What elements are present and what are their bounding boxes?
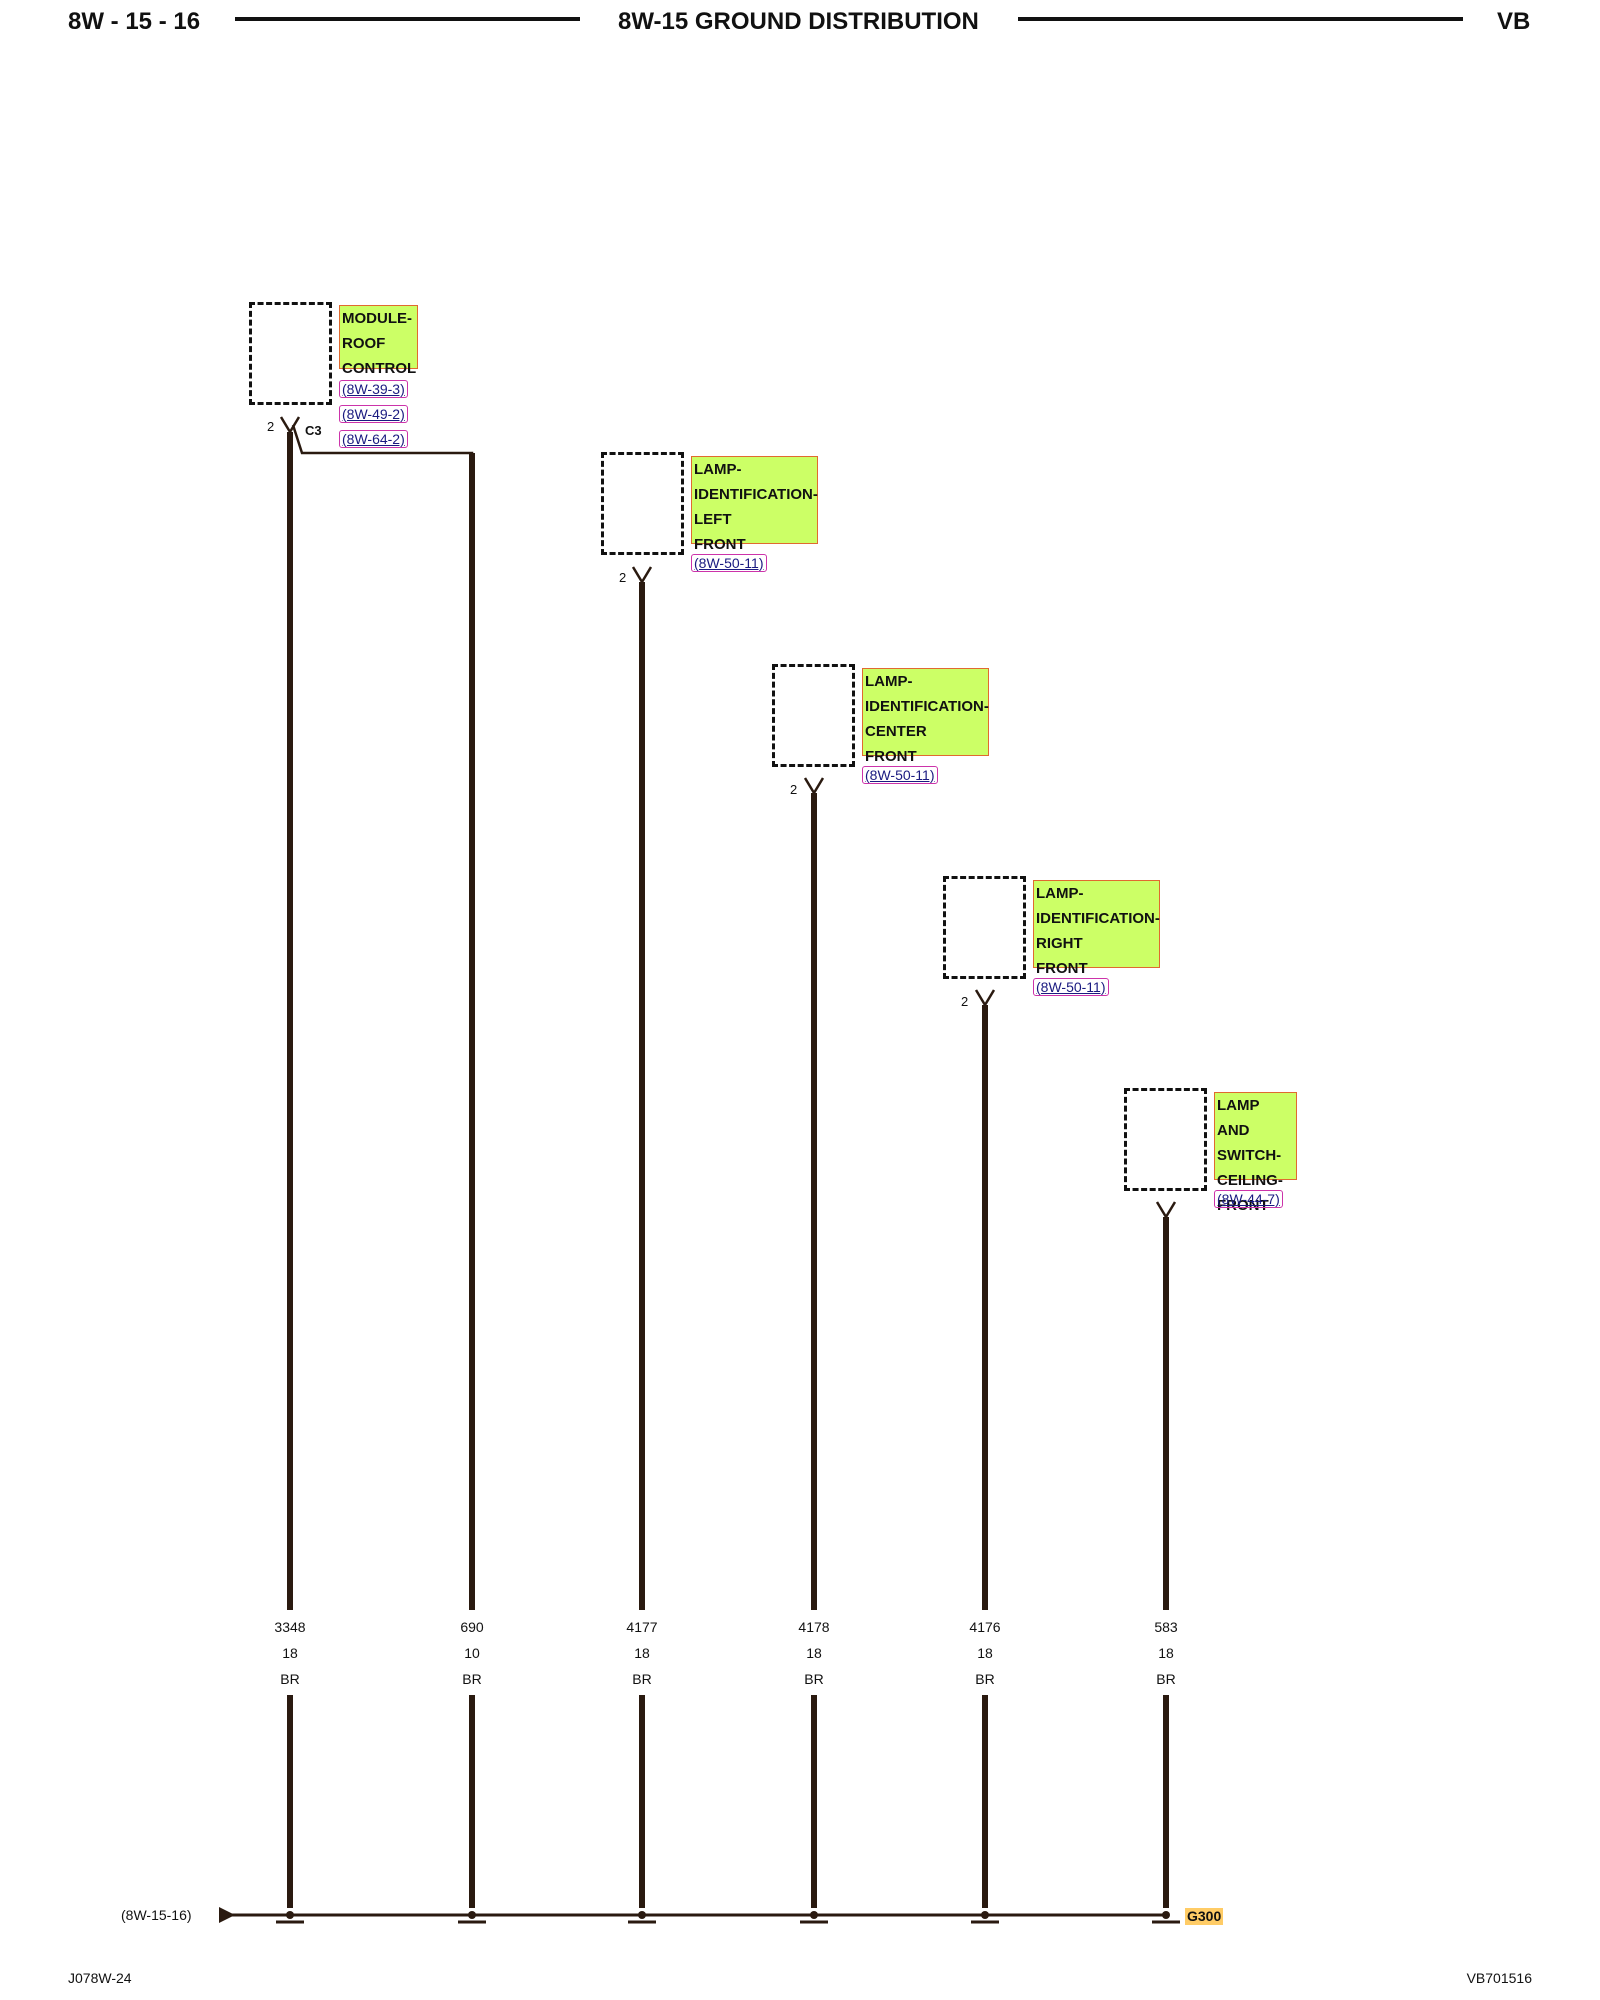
ref-link-8w-44-7[interactable]: (8W-44-7) <box>1214 1190 1283 1208</box>
wire-color-label: BR <box>280 1671 300 1687</box>
wire-circuit-label: 690 <box>460 1619 484 1635</box>
wire-circuit-label: 4176 <box>969 1619 1001 1635</box>
wire-color-label: BR <box>804 1671 824 1687</box>
wire-circuit-label: 4177 <box>626 1619 658 1635</box>
footer-page-code: VB701516 <box>1466 1970 1532 1986</box>
lamp-switch-ceiling-front-box <box>1124 1088 1207 1191</box>
lamp-id-left-front-box <box>601 452 684 555</box>
page-title: 8W-15 GROUND DISTRIBUTION <box>618 8 979 35</box>
wire-color-label: BR <box>975 1671 995 1687</box>
splice-dot-2 <box>468 1911 476 1919</box>
wire-circuit-label: 583 <box>1154 1619 1178 1635</box>
wire-color-label: BR <box>1156 1671 1176 1687</box>
splice-dot-1 <box>286 1911 294 1919</box>
header-rule-right <box>1018 17 1463 21</box>
connector-id: C3 <box>305 423 322 438</box>
ref-link-8w-49-2[interactable]: (8W-49-2) <box>339 405 408 423</box>
vehicle-code: VB <box>1497 8 1531 35</box>
splice-dot-6 <box>1162 1911 1170 1919</box>
connector-symbol-3 <box>803 777 825 796</box>
module-roof-control-box <box>249 302 332 405</box>
bus-continuation-arrow-icon <box>219 1907 235 1923</box>
ref-link-8w-64-2[interactable]: (8W-64-2) <box>339 430 408 448</box>
ground-g300-label: G300 <box>1185 1908 1224 1925</box>
ref-link-8w-39-3[interactable]: (8W-39-3) <box>339 380 408 398</box>
wire-circuit-label: 3348 <box>274 1619 306 1635</box>
lamp-id-right-front-box <box>943 876 1026 979</box>
wire-gauge-label: 18 <box>282 1645 298 1661</box>
wire-gauge-label: 10 <box>464 1645 480 1661</box>
splice-dot-5 <box>981 1911 989 1919</box>
wire-gauge-label: 18 <box>806 1645 822 1661</box>
bus-ref-link[interactable]: (8W-15-16) <box>121 1907 192 1923</box>
lamp-id-center-front-label: LAMP- IDENTIFICATION- CENTER FRONT <box>862 668 989 765</box>
lamp-switch-ceiling-front-label: LAMP AND SWITCH- CEILING- FRONT <box>1214 1092 1297 1214</box>
pin-number: 2 <box>619 570 627 585</box>
page-number: 8W - 15 - 16 <box>68 8 201 35</box>
lamp-id-left-front-label: LAMP- IDENTIFICATION- LEFT FRONT <box>691 456 818 553</box>
header-rule-left <box>235 17 580 21</box>
wire-gauge-label: 18 <box>977 1645 993 1661</box>
wire-gauge-label: 18 <box>1158 1645 1174 1661</box>
lamp-id-center-front-box <box>772 664 855 767</box>
pin-number: 2 <box>961 994 969 1009</box>
ref-link-8w-50-11-right[interactable]: (8W-50-11) <box>1033 978 1109 996</box>
connector-symbol-1 <box>279 416 301 435</box>
wire-color-label: BR <box>462 1671 482 1687</box>
footer-figure-id: J078W-24 <box>68 1970 132 1986</box>
wire-gauge-label: 18 <box>634 1645 650 1661</box>
connector-symbol-2 <box>631 566 653 585</box>
wire-color-label: BR <box>632 1671 652 1687</box>
pin-number: 2 <box>267 419 275 434</box>
ref-link-8w-50-11-left[interactable]: (8W-50-11) <box>691 554 767 572</box>
connector-symbol-5 <box>1155 1201 1177 1220</box>
pin-number: 2 <box>790 782 798 797</box>
module-roof-control-label: MODULE- ROOF CONTROL <box>339 305 418 377</box>
wire-circuit-label: 4178 <box>798 1619 830 1635</box>
connector-symbol-4 <box>974 989 996 1008</box>
ref-link-8w-50-11-center[interactable]: (8W-50-11) <box>862 766 938 784</box>
lamp-id-right-front-label: LAMP- IDENTIFICATION- RIGHT FRONT <box>1033 880 1160 977</box>
splice-dot-3 <box>638 1911 646 1919</box>
splice-dot-4 <box>810 1911 818 1919</box>
